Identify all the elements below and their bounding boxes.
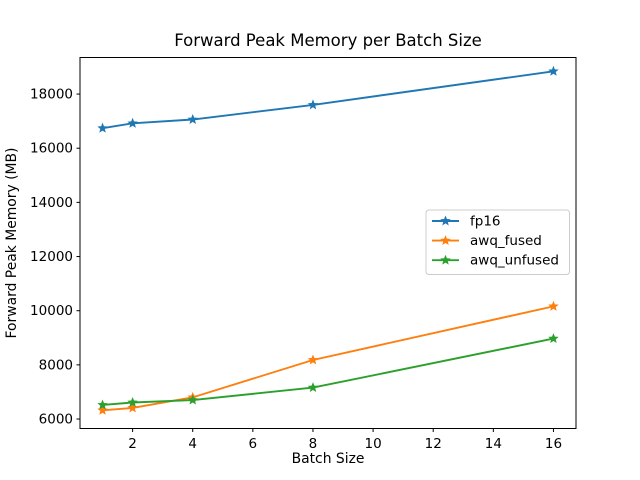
x-tick-label: 4 [188, 436, 197, 452]
y-tick-label: 18000 [30, 87, 73, 103]
data-point-awq_unfused-x8 [307, 382, 319, 393]
y-tick-label: 12000 [30, 249, 73, 265]
chart-title: Forward Peak Memory per Batch Size [174, 31, 482, 50]
data-point-fp16-x4 [187, 114, 198, 124]
data-point-awq_fused-x2 [127, 402, 138, 413]
legend-marker-fp16 [440, 215, 451, 226]
series-line-awq_fused [102, 305, 554, 412]
x-tick-label: 16 [545, 436, 562, 452]
data-point-awq_unfused-x2 [127, 397, 138, 407]
x-axis-label: Batch Size [292, 451, 365, 467]
data-point-fp16-x2 [127, 117, 138, 128]
data-point-fp16-x1 [97, 122, 108, 133]
legend-label-awq_unfused: awq_unfused [470, 253, 559, 269]
series-line-awq_unfused [102, 337, 554, 406]
y-tick-label: 16000 [30, 141, 73, 157]
data-point-awq_unfused-x4 [187, 394, 198, 405]
y-tick-label: 10000 [30, 303, 73, 319]
y-tick-label: 8000 [39, 357, 73, 373]
y-tick-label: 6000 [39, 411, 73, 427]
legend-box [425, 209, 570, 275]
data-point-awq_fused-x16 [548, 300, 559, 311]
x-tick-label: 8 [309, 436, 318, 452]
data-point-awq_unfused-x16 [548, 333, 559, 344]
series-markers-awq_unfused [97, 333, 559, 410]
x-tick-label: 12 [425, 436, 442, 452]
data-point-awq_fused-x1 [97, 404, 108, 415]
plot-border [79, 57, 577, 429]
chart-legend: fp16 awq_fused awq_unfused [425, 209, 570, 275]
data-point-fp16-x16 [548, 65, 559, 76]
data-point-awq_fused-x8 [307, 354, 319, 365]
y-axis-label: Forward Peak Memory (MB) [4, 148, 20, 339]
x-tick-label: 14 [485, 436, 502, 452]
y-tick-label: 14000 [30, 195, 73, 211]
legend-label-awq_fused: awq_fused [470, 233, 542, 249]
legend-marker-awq_fused [440, 235, 451, 246]
legend-label-fp16: fp16 [470, 213, 501, 229]
data-point-fp16-x8 [307, 99, 319, 110]
x-tick-label: 10 [364, 436, 381, 452]
data-point-awq_unfused-x1 [97, 399, 108, 410]
x-tick-label: 2 [128, 436, 137, 452]
legend-marker-awq_unfused [440, 254, 451, 265]
series-markers-awq_fused [97, 300, 559, 415]
x-tick-label: 6 [249, 436, 258, 452]
series-markers-fp16 [97, 65, 559, 133]
chart-axes: 6000 8000 10000 12000 14000 16000 18000 2 4 6 8 10 1… [30, 57, 577, 452]
chart-series [97, 65, 559, 415]
series-line-fp16 [102, 70, 554, 130]
